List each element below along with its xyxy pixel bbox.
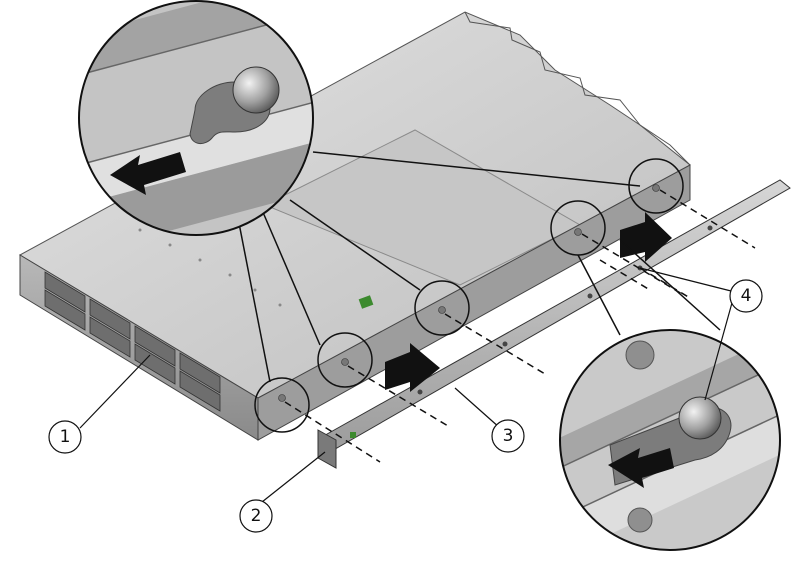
callout-2-label: 2 (251, 506, 262, 526)
alignment-dashes (284, 189, 756, 463)
callout-3: 3 (491, 419, 525, 453)
mount-pins (278, 184, 660, 402)
standoff-pin-engaged-icon (678, 396, 722, 440)
rail-front-bracket (317, 429, 337, 469)
slide-rail (317, 179, 791, 469)
callout-1: 1 (48, 420, 82, 454)
slide-arrow-down-icon (608, 448, 674, 488)
slide-arrow-left-icon (110, 152, 186, 195)
zoom-detail-bottom-right (559, 329, 781, 551)
callout-4-label: 4 (741, 286, 752, 306)
mount-circle-5 (628, 158, 684, 214)
drive-bays (44, 271, 221, 412)
server-rear-edge (464, 11, 691, 166)
mount-circle-2 (317, 332, 373, 388)
callout-3-label: 3 (503, 426, 514, 446)
callout-leaders (79, 267, 736, 503)
push-arrow-right-icon (620, 212, 672, 262)
mount-circle-3 (414, 280, 470, 336)
server-chassis (18, 11, 691, 441)
top-vent-holes (138, 228, 282, 307)
zoom-leader-lines (237, 151, 721, 383)
green-badge-icon (358, 295, 374, 309)
callout-2: 2 (239, 499, 273, 533)
mounting-circles (254, 158, 684, 433)
server-side-face (257, 164, 691, 441)
push-arrows (385, 212, 672, 392)
rail-green-tab-icon (350, 432, 356, 438)
push-arrow-left-icon (385, 343, 440, 392)
callout-1-label: 1 (60, 427, 71, 447)
callout-4: 4 (729, 279, 763, 313)
standoff-pin-icon (232, 66, 280, 114)
mount-circle-1 (254, 377, 310, 433)
zoom-detail-top-left (78, 0, 314, 236)
